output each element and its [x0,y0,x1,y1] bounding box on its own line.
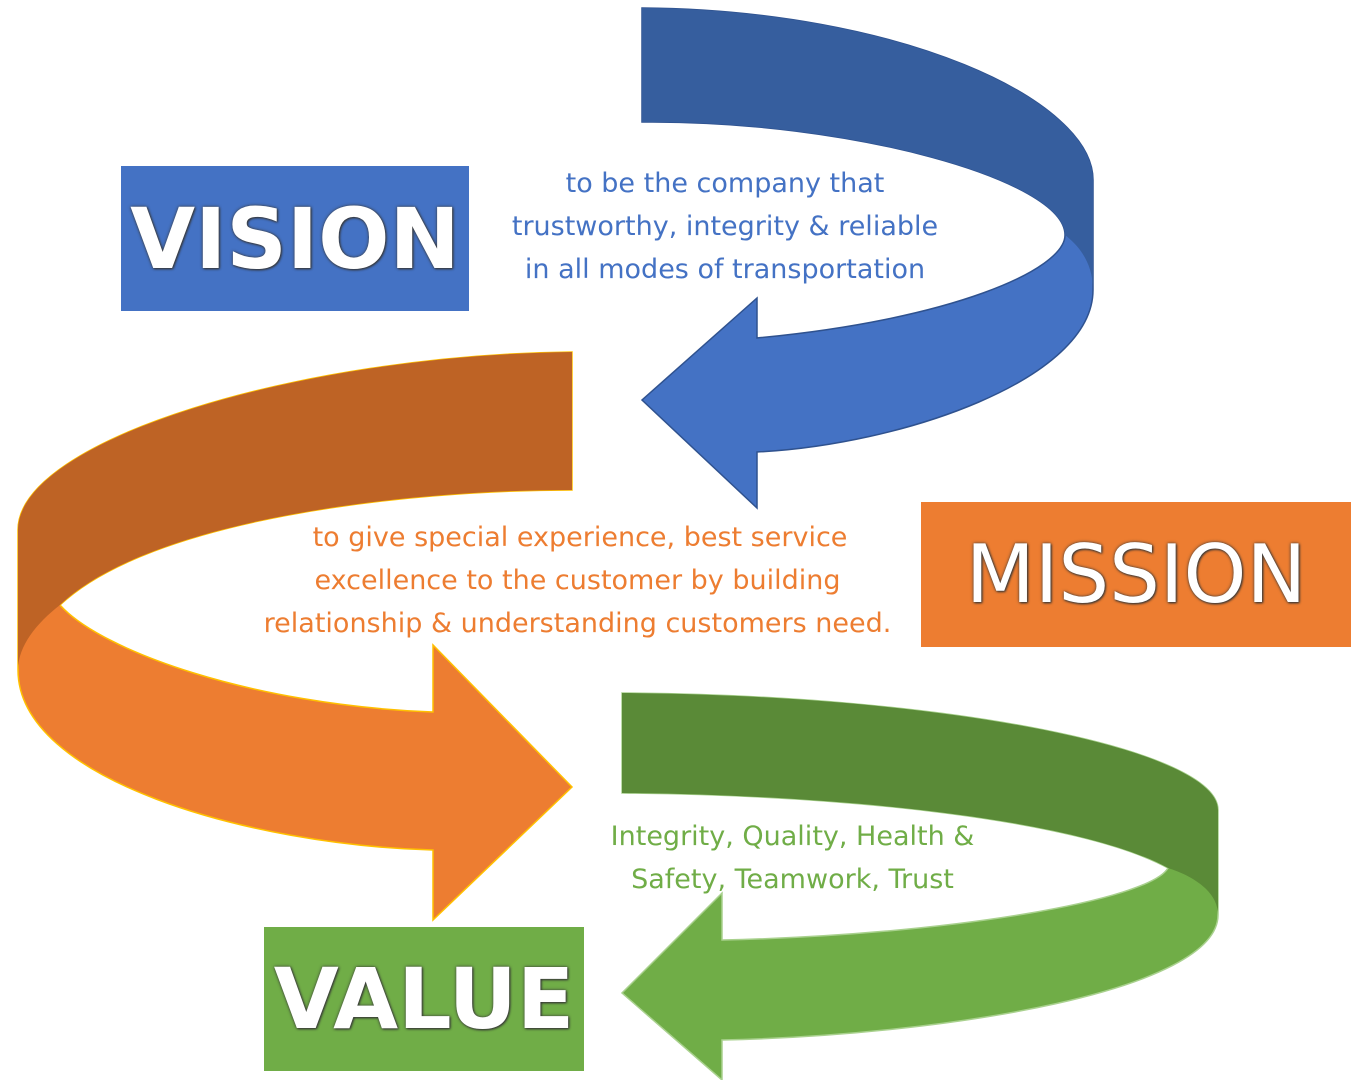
mission-line: relationship & understanding customers n… [263,608,892,639]
blue-curved-arrow [640,7,1094,510]
mission-box: MISSION [921,502,1351,647]
green-curved-arrow [620,692,1219,1080]
mission-title: MISSION [965,528,1307,621]
mission-line: excellence to the customer by building [314,565,841,596]
mission-description: to give special experience, best service… [225,516,930,645]
mission-line: to give special experience, best service [312,522,848,553]
vision-line: in all modes of transportation [524,254,926,285]
value-title: VALUE [273,950,575,1048]
vision-description: to be the company that trustworthy, inte… [480,162,970,291]
value-line: Integrity, Quality, Health & [610,821,975,852]
value-description: Integrity, Quality, Health & Safety, Tea… [580,815,1005,901]
value-box: VALUE [264,927,584,1071]
vision-box: VISION [121,166,469,311]
vision-line: to be the company that [565,168,885,199]
vision-line: trustworthy, integrity & reliable [511,211,939,242]
orange-curved-arrow [17,351,574,922]
value-line: Safety, Teamwork, Trust [631,864,954,895]
vision-title: VISION [130,189,460,288]
